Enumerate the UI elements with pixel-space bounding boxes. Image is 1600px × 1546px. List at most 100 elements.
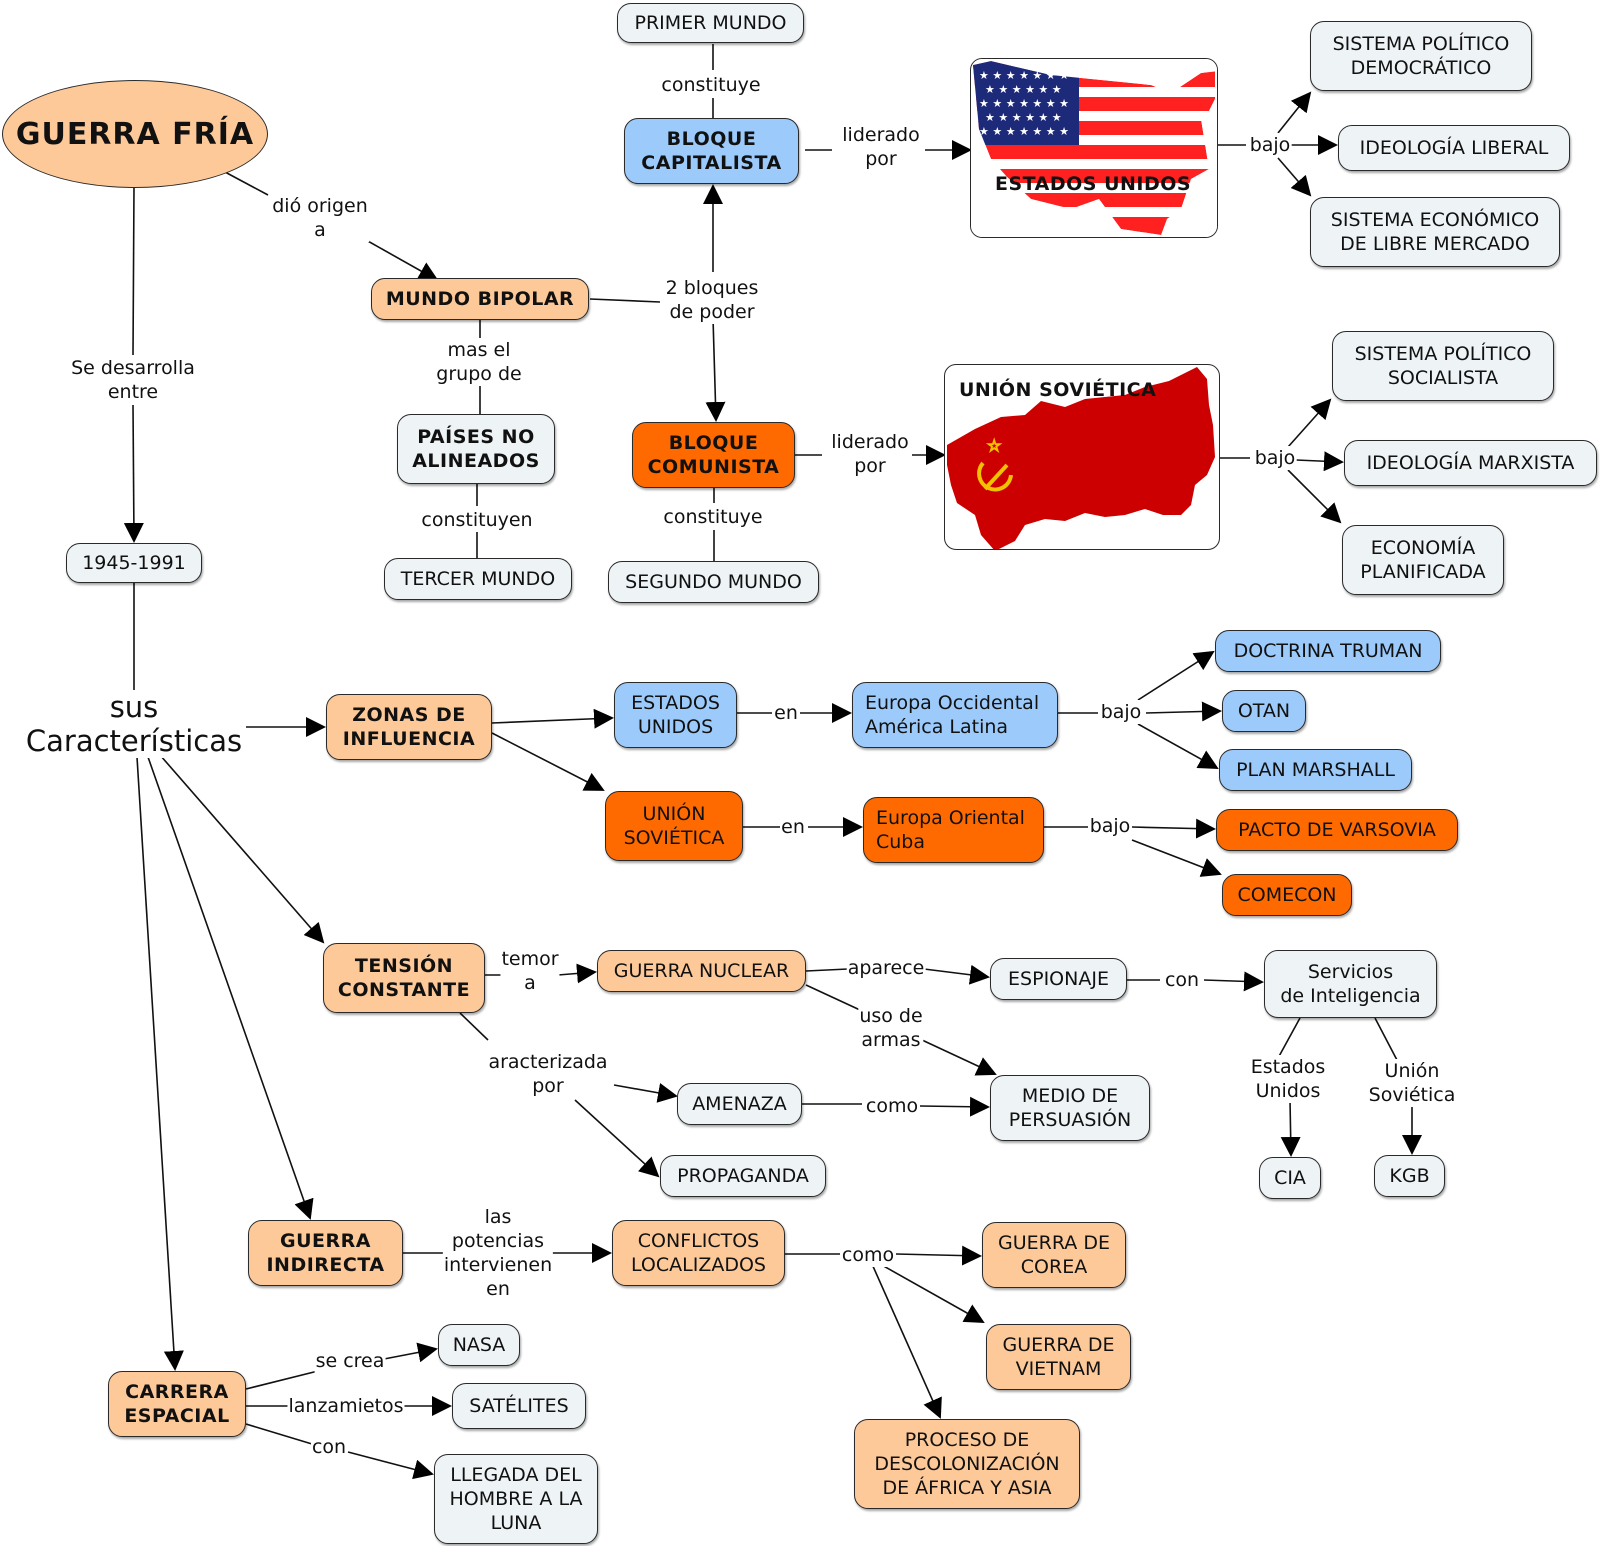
- node-years-1945-1991[interactable]: 1945-1991: [66, 543, 202, 583]
- link-constituyen: constituyen: [420, 508, 534, 532]
- node-estados-unidos-image[interactable]: ★ ★ ★ ★ ★ ★ ★ ★ ★ ★ ★ ★ ★ ★ ★ ★ ★ ★ ★ ★ …: [970, 58, 1218, 238]
- connector-arrow: [1131, 818, 1216, 839]
- node-doctrina-truman[interactable]: DOCTRINA TRUMAN: [1215, 630, 1441, 672]
- node-satelites[interactable]: SATÉLITES: [452, 1383, 586, 1429]
- hammer-sickle-icon: [977, 461, 1013, 492]
- connector-arrow: [879, 1263, 985, 1323]
- link-como-conflictos: como: [840, 1243, 896, 1267]
- connector-arrow: [705, 317, 726, 422]
- node-primer-mundo[interactable]: PRIMER MUNDO: [617, 3, 804, 43]
- connector-line: [132, 185, 135, 356]
- node-zonas-de-influencia[interactable]: ZONAS DE INFLUENCIA: [326, 694, 492, 760]
- node-descolonizacion-africa-asia[interactable]: PROCESO DE DESCOLONIZACIÓN DE ÁFRICA Y A…: [854, 1419, 1080, 1509]
- node-amenaza[interactable]: AMENAZA: [677, 1083, 802, 1125]
- connector-arrow: [1295, 451, 1344, 472]
- node-ideologia-liberal[interactable]: IDEOLOGÍA LIBERAL: [1338, 125, 1570, 171]
- link-con-servicios: con: [1163, 968, 1201, 992]
- connector-arrow: [1145, 701, 1222, 722]
- connector-arrow: [1277, 91, 1312, 134]
- node-bloque-capitalista[interactable]: BLOQUE CAPITALISTA: [624, 118, 799, 184]
- link-lanzamientos: lanzamietos: [287, 1394, 405, 1418]
- connector-line: [459, 1012, 489, 1041]
- node-nasa[interactable]: NASA: [438, 1324, 520, 1366]
- link-constituye-segundo: constituye: [662, 505, 764, 529]
- connector-arrow: [1280, 1099, 1301, 1157]
- node-otan[interactable]: OTAN: [1222, 690, 1306, 732]
- node-mundo-bipolar[interactable]: MUNDO BIPOLAR: [371, 278, 589, 320]
- node-espionaje[interactable]: ESPIONAJE: [990, 958, 1127, 1000]
- link-mas-el-grupo: mas el grupo de: [435, 338, 523, 386]
- node-pacto-de-varsovia[interactable]: PACTO DE VARSOVIA: [1216, 809, 1458, 851]
- node-comecon[interactable]: COMECON: [1222, 874, 1352, 916]
- node-sus-caracteristicas[interactable]: sus Características: [25, 690, 243, 758]
- link-bajo-occidente: bajo: [1099, 700, 1143, 724]
- node-economia-planificada[interactable]: ECONOMÍA PLANIFICADA: [1342, 525, 1504, 595]
- node-sistema-politico-socialista[interactable]: SISTEMA POLÍTICO SOCIALISTA: [1332, 331, 1554, 401]
- ussr-map-icon: ☆: [947, 367, 1215, 549]
- usa-flag-map-icon: ★ ★ ★ ★ ★ ★ ★ ★ ★ ★ ★ ★ ★ ★ ★ ★ ★ ★ ★ ★ …: [971, 59, 1217, 237]
- connector-arrow: [491, 732, 605, 791]
- connector-arrow: [921, 1039, 997, 1076]
- connector-arrow: [895, 1245, 982, 1266]
- node-guerra-nuclear[interactable]: GUERRA NUCLEAR: [597, 950, 806, 992]
- node-servicios-de-inteligencia[interactable]: Servicios de Inteligencia: [1264, 950, 1437, 1018]
- node-ideologia-marxista[interactable]: IDEOLOGÍA MARXISTA: [1344, 440, 1597, 486]
- connector-arrow: [147, 756, 314, 1220]
- connector-arrow: [159, 754, 325, 944]
- link-en-eeuu: en: [773, 701, 799, 725]
- guerra-fria-root-node[interactable]: GUERRA FRÍA: [2, 80, 268, 188]
- node-europa-occidental-america-latina[interactable]: Europa Occidental América Latina: [852, 682, 1058, 748]
- node-zi-union-sovietica[interactable]: UNIÓN SOVIÉTICA: [605, 791, 743, 861]
- connector-arrow: [613, 1083, 678, 1103]
- link-estados-unidos-cia: Estados Unidos: [1249, 1055, 1327, 1103]
- link-liderado-por-eeuu: liderado por: [841, 123, 921, 171]
- node-plan-marshall[interactable]: PLAN MARSHALL: [1219, 749, 1412, 791]
- connector-arrow: [1137, 650, 1215, 701]
- node-medio-de-persuasion[interactable]: MEDIO DE PERSUASIÓN: [990, 1075, 1150, 1141]
- node-zi-estados-unidos[interactable]: ESTADOS UNIDOS: [614, 682, 737, 748]
- node-bloque-comunista[interactable]: BLOQUE COMUNISTA: [632, 422, 795, 488]
- node-propaganda[interactable]: PROPAGANDA: [660, 1155, 826, 1197]
- connector-line: [224, 171, 269, 196]
- connector-arrow: [923, 964, 990, 985]
- link-se-desarrolla: Se desarrolla entre: [70, 356, 196, 404]
- node-cia[interactable]: CIA: [1259, 1157, 1321, 1199]
- connector-arrow: [491, 708, 614, 729]
- link-constituye-primer: constituye: [660, 73, 762, 97]
- node-segundo-mundo[interactable]: SEGUNDO MUNDO: [608, 561, 819, 603]
- node-europa-oriental-cuba[interactable]: Europa Oriental Cuba: [863, 797, 1044, 863]
- connector-arrow: [383, 1342, 438, 1363]
- connector-line: [805, 968, 849, 972]
- union-sovietica-caption: UNIÓN SOVIÉTICA: [959, 379, 1157, 401]
- link-en-urss: en: [780, 815, 806, 839]
- node-sistema-economico-libre-mercado[interactable]: SISTEMA ECONÓMICO DE LIBRE MERCADO: [1310, 197, 1560, 267]
- node-conflictos-localizados[interactable]: CONFLICTOS LOCALIZADOS: [612, 1220, 785, 1286]
- node-guerra-de-vietnam[interactable]: GUERRA DE VIETNAM: [986, 1324, 1131, 1390]
- node-union-sovietica-image[interactable]: ☆ UNIÓN SOVIÉTICA: [944, 364, 1220, 550]
- connector-line: [805, 984, 861, 1011]
- node-kgb[interactable]: KGB: [1374, 1155, 1445, 1197]
- connector-arrow: [871, 1263, 942, 1419]
- link-bajo-urss: bajo: [1253, 446, 1297, 470]
- node-tension-constante[interactable]: TENSIÓN CONSTANTE: [323, 943, 485, 1013]
- node-guerra-indirecta[interactable]: GUERRA INDIRECTA: [248, 1220, 403, 1286]
- connector-arrow: [574, 1099, 660, 1178]
- connector-arrow: [136, 756, 184, 1371]
- connector-arrow: [1277, 157, 1312, 197]
- connector-arrow: [123, 404, 144, 543]
- node-tercer-mundo[interactable]: TERCER MUNDO: [384, 558, 572, 600]
- node-guerra-de-corea[interactable]: GUERRA DE COREA: [982, 1222, 1126, 1288]
- link-bajo-eeuu: bajo: [1248, 133, 1292, 157]
- node-sistema-politico-democratico[interactable]: SISTEMA POLÍTICO DEMOCRÁTICO: [1310, 21, 1532, 91]
- node-llegada-hombre-luna[interactable]: LLEGADA DEL HOMBRE A LA LUNA: [434, 1454, 598, 1544]
- node-carrera-espacial[interactable]: CARRERA ESPACIAL: [108, 1371, 246, 1437]
- link-dos-bloques: 2 bloques de poder: [664, 276, 760, 324]
- connector-arrow: [1287, 469, 1342, 524]
- link-union-sovietica-kgb: Unión Soviética: [1367, 1059, 1457, 1107]
- link-las-potencias-intervienen: las potencias intervienen en: [442, 1205, 554, 1301]
- link-bajo-oriente: bajo: [1088, 814, 1132, 838]
- svg-text:★ ★ ★ ★ ★ ★ ★: ★ ★ ★ ★ ★ ★ ★: [979, 125, 1069, 138]
- node-paises-no-alineados[interactable]: PAÍSES NO ALINEADOS: [397, 414, 555, 484]
- link-liderado-por-urss: liderado por: [830, 430, 910, 478]
- svg-text:★ ★ ★ ★ ★ ★ ★: ★ ★ ★ ★ ★ ★ ★: [979, 97, 1069, 110]
